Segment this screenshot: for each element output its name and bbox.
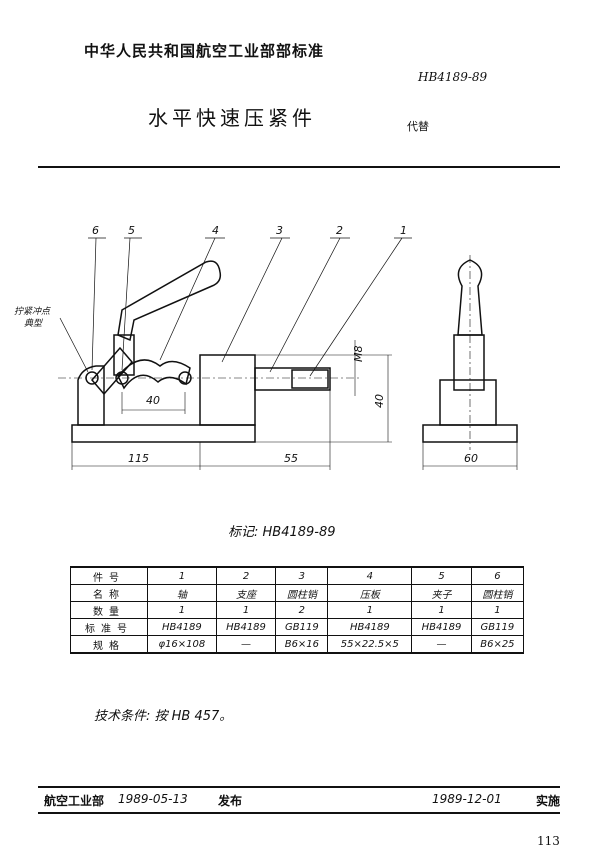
table-row: 规格 φ16×108 — B6×16 55×22.5×5 — B6×25	[70, 635, 525, 654]
document-title: 水平快速压紧件	[148, 106, 316, 130]
note-line-1: 拧紧冲点	[14, 306, 51, 317]
support-block	[77, 365, 105, 426]
callout-2: 2	[336, 224, 343, 237]
row-label: 数量	[70, 601, 148, 619]
table-row: 件号 1 2 3 4 5 6	[70, 566, 525, 585]
table-cell: 压板	[327, 584, 413, 602]
standard-number: HB4189-89	[418, 70, 488, 84]
table-cell: B6×16	[275, 635, 329, 654]
footer-effective-date: 1989-12-01	[432, 792, 502, 806]
dim-m8: M8	[352, 346, 365, 363]
marking-example: 标记: HB4189-89	[228, 525, 336, 540]
base-plate	[71, 424, 256, 443]
table-cell: 1	[215, 601, 277, 619]
table-cell: B6×25	[470, 635, 525, 654]
page-number: 113	[537, 834, 560, 848]
table-cell: φ16×108	[147, 635, 217, 654]
guide-block	[199, 354, 256, 426]
table-cell: 55×22.5×5	[327, 635, 413, 654]
footer-issue-date: 1989-05-13	[118, 792, 188, 806]
table-cell: 5	[411, 566, 472, 585]
footer-issuer: 航空工业部	[44, 794, 105, 808]
replaces-label: 代替	[407, 120, 429, 133]
technical-conditions: 技术条件: 按 HB 457。	[94, 709, 233, 724]
table-cell: 1	[327, 601, 413, 619]
table-cell: HB4189	[215, 618, 277, 636]
issuing-organization: 中华人民共和国航空工业部部标准	[84, 42, 325, 60]
table-cell: 4	[327, 566, 413, 585]
table-cell: 2	[215, 566, 277, 585]
dim-40-vertical: 40	[373, 394, 386, 408]
table-cell: 1	[147, 566, 217, 585]
table-row: 数量 1 1 2 1 1 1	[70, 601, 525, 619]
footer-rule	[38, 786, 560, 788]
table-cell: 6	[470, 566, 525, 585]
row-label: 名称	[70, 584, 148, 602]
footer-issued-label: 发布	[218, 794, 243, 808]
dim-60: 60	[464, 452, 478, 465]
table-row: 标准号 HB4189 HB4189 GB119 HB4189 HB4189 GB…	[70, 618, 525, 636]
technical-drawing: 6 5 4 3 2 1 拧紧冲点 典型 40 M8 40 115 55 60	[14, 224, 518, 470]
table-row: 名称 轴 支座 圆柱销 压板 夹子 圆柱销	[70, 584, 525, 602]
row-label: 件号	[70, 566, 148, 585]
footer-bottom-rule	[38, 812, 560, 814]
table-cell: 2	[275, 601, 329, 619]
callout-6: 6	[92, 224, 99, 237]
table-cell: 3	[275, 566, 329, 585]
table-cell: 轴	[147, 584, 217, 602]
table-cell: 圆柱销	[275, 584, 329, 602]
header-rule	[38, 166, 560, 168]
table-cell: 支座	[215, 584, 277, 602]
table-cell: —	[215, 635, 277, 654]
row-label: 规格	[70, 635, 148, 654]
row-label: 标准号	[70, 618, 148, 636]
dim-40-horizontal: 40	[146, 394, 160, 407]
table-cell: HB4189	[327, 618, 413, 636]
table-cell: GB119	[470, 618, 525, 636]
table-cell: 1	[147, 601, 217, 619]
clamp-arm	[117, 359, 191, 390]
callout-1: 1	[400, 224, 407, 237]
callout-4: 4	[212, 224, 219, 237]
table-cell: 圆柱销	[470, 584, 525, 602]
handle	[117, 260, 222, 342]
table-cell: GB119	[275, 618, 329, 636]
table-cell: 1	[411, 601, 472, 619]
link	[91, 346, 133, 396]
table-cell: 1	[470, 601, 525, 619]
footer-effective-label: 实施	[536, 794, 561, 808]
callout-3: 3	[276, 224, 283, 237]
front-support	[439, 379, 497, 426]
table-cell: HB4189	[147, 618, 217, 636]
callout-5: 5	[128, 224, 135, 237]
table-cell: 夹子	[411, 584, 472, 602]
dim-115: 115	[128, 452, 149, 465]
table-cell: —	[411, 635, 472, 654]
table-cell: HB4189	[411, 618, 472, 636]
note-line-2: 典型	[24, 318, 43, 329]
parts-table: 件号 1 2 3 4 5 6 名称 轴 支座 圆柱销 压板 夹子 圆柱销 数量 …	[70, 566, 525, 654]
front-body	[453, 334, 485, 391]
dim-55: 55	[284, 452, 298, 465]
plunger	[254, 367, 331, 391]
